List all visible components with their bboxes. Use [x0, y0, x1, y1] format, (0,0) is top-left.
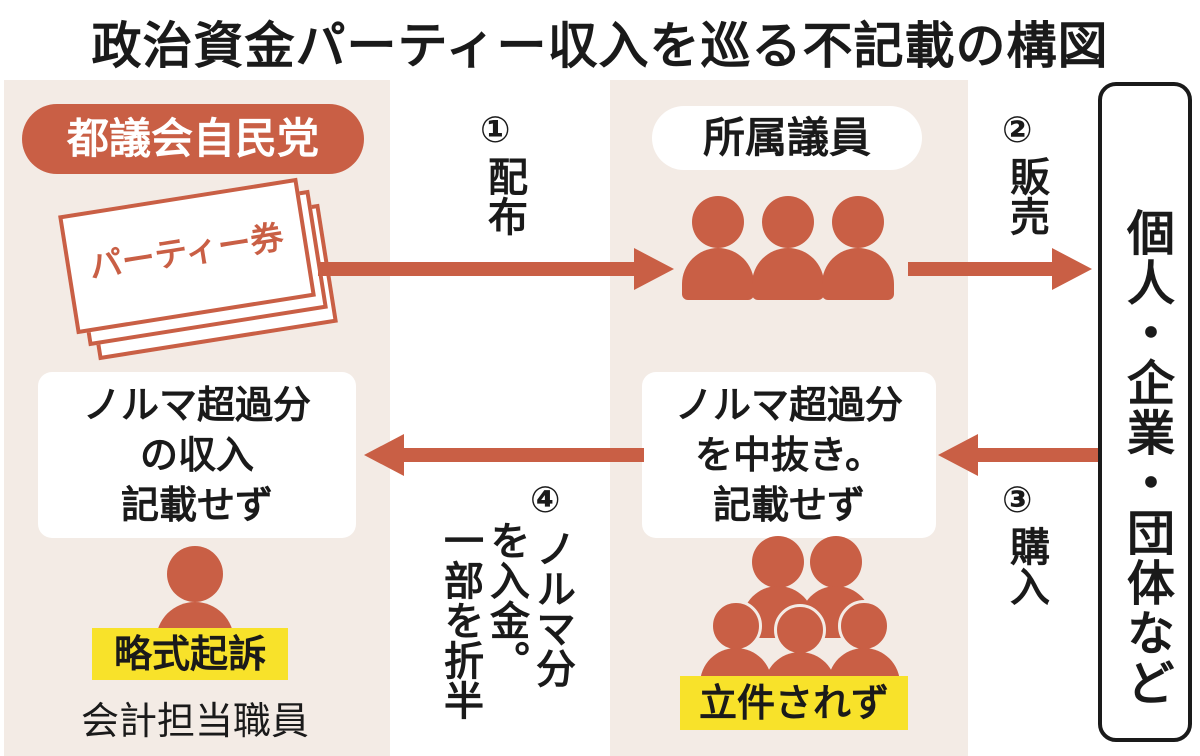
party-label: 都議会自民党 [22, 104, 364, 174]
indicted-badge: 略式起訴 [92, 628, 288, 680]
arrow-left-icon [938, 434, 1098, 476]
left-summary-box: ノルマ超過分 の収入 記載せず [38, 372, 356, 538]
members-label: 所属議員 [652, 106, 922, 170]
step4-number: ④ [530, 480, 561, 521]
member-person-icon [682, 196, 754, 300]
member-person-icon [752, 196, 824, 300]
left-box-line: の収入 [139, 433, 254, 477]
arrow-right-icon [908, 248, 1092, 290]
staff-label: 会計担当職員 [80, 699, 309, 743]
step2-number: ② [1002, 110, 1033, 151]
middle-box-line: ノルマ超過分 [674, 383, 903, 427]
not-charged-badge: 立件されず [680, 676, 908, 730]
middle-summary-box: ノルマ超過分 を中抜き。 記載せず [642, 372, 936, 538]
buyers-box: 個人・企業・団体など [1098, 82, 1192, 742]
page-title: 政治資金パーティー収入を巡る不記載の構図 [91, 17, 1109, 75]
step1-number: ① [480, 110, 511, 151]
arrow-right-icon [318, 248, 674, 290]
step3-label: 購入 [1003, 526, 1049, 606]
left-box-line: 記載せず [120, 483, 273, 527]
member-person-icon [822, 196, 894, 300]
step3-number: ③ [1002, 480, 1033, 521]
middle-box-line: 記載せず [712, 483, 865, 527]
step4-line3: 一部を折半 [437, 520, 483, 720]
left-box-line: ノルマ超過分 [82, 383, 311, 427]
step2-label: 販売 [1003, 156, 1049, 236]
middle-box-line: を中抜き。 [694, 433, 884, 477]
step4-line2: を入金。 [483, 520, 529, 680]
step4-line1: ノルマ分 [529, 528, 575, 688]
arrow-left-icon [364, 434, 644, 476]
step1-label: 配布 [481, 156, 527, 236]
buyers-label: 個人・企業・団体など [1118, 208, 1174, 708]
